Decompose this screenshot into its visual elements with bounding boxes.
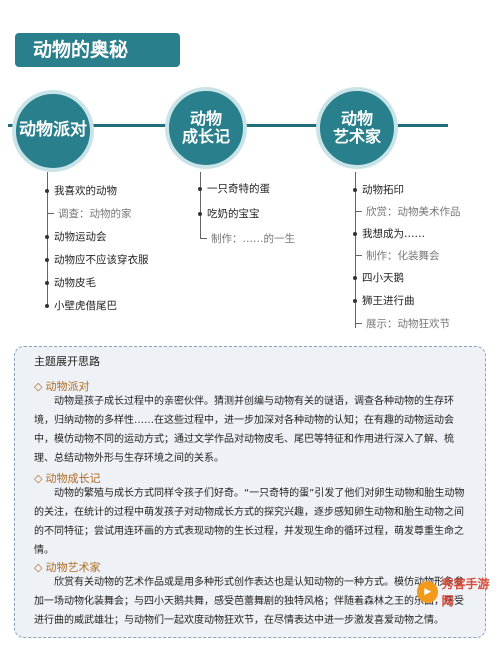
- branch-line-party: [47, 172, 48, 307]
- list-item: 四小天鹅: [353, 270, 404, 285]
- bullet-icon: [353, 187, 357, 192]
- list-item: 动物皮毛: [45, 275, 96, 290]
- tick-icon: [200, 238, 207, 239]
- list-item: 欣赏：动物美术作品: [355, 204, 461, 219]
- list-item: 调查：动物的家: [47, 206, 132, 221]
- watermark-text: 秀客手游网: [441, 577, 490, 608]
- section-text-party: 动物是孩子成长过程中的亲密伙伴。猜测并创编与动物有关的谜语，调查各种动物的生存环…: [34, 396, 454, 464]
- theme-circle-growth: 动物 成长记: [165, 87, 247, 169]
- theme-circle-label: 成长记: [181, 127, 230, 146]
- bullet-icon: [45, 257, 49, 262]
- diamond-icon: ◇: [34, 380, 43, 393]
- theme-circle-party: 动物派对: [12, 90, 94, 172]
- ideas-panel: [14, 346, 486, 638]
- tick-icon: [355, 323, 362, 324]
- bullet-icon: [45, 234, 49, 239]
- theme-circle-artist: 动物 艺术家: [316, 87, 398, 169]
- section-text-growth: 动物的繁殖与成长方式同样令孩子们好奇。“一只奇特的蛋”引发了他们对卵生动物和胎生…: [34, 488, 465, 556]
- list-item: 小壁虎借尾巴: [45, 298, 117, 313]
- branch-line-growth: [200, 172, 201, 238]
- watermark-logo-icon: ▶: [417, 581, 439, 603]
- theme-circle-label: 艺术家: [332, 127, 381, 146]
- diamond-icon: ◇: [34, 472, 43, 485]
- tick-icon: [47, 213, 54, 214]
- list-item: 我喜欢的动物: [45, 183, 117, 198]
- diamond-icon: ◇: [34, 561, 43, 574]
- list-item: 狮王进行曲: [353, 293, 415, 308]
- tick-icon: [355, 211, 362, 212]
- list-item: 动物运动会: [45, 229, 107, 244]
- branch-line-artist: [355, 172, 356, 328]
- theme-circle-label: 动物派对: [19, 120, 87, 141]
- tick-icon: [355, 255, 362, 256]
- list-item: 动物拓印: [353, 182, 404, 197]
- list-item: 动物应不应该穿衣服: [45, 252, 149, 267]
- section-title-artist: ◇动物艺术家: [34, 561, 101, 574]
- section-title-growth: ◇动物成长记: [34, 472, 101, 485]
- bullet-icon: [353, 298, 357, 303]
- theme-circle-label: 动物: [340, 108, 373, 128]
- watermark: ▶ 秀客手游网: [417, 575, 500, 609]
- bullet-icon: [45, 303, 49, 308]
- section-title-party: ◇动物派对: [34, 380, 90, 393]
- list-item: 我想成为……: [353, 226, 425, 241]
- list-item: 展示：动物狂欢节: [355, 316, 450, 331]
- section-text-artist: 欣赏有关动物的艺术作品或是用多种形式创作表达也是认知动物的一种方式。模仿动物形象…: [34, 577, 464, 626]
- list-item: 一只奇特的蛋: [198, 181, 270, 196]
- bullet-icon: [45, 188, 49, 193]
- bullet-icon: [45, 280, 49, 285]
- bullet-icon: [198, 186, 202, 191]
- list-item: 吃奶的宝宝: [198, 206, 260, 221]
- theme-circle-label: 动物: [189, 108, 222, 128]
- ideas-heading: 主题展开思路: [34, 355, 100, 368]
- bullet-icon: [353, 231, 357, 236]
- page-title: 动物的奥秘: [15, 33, 180, 67]
- list-item: 制作：化装舞会: [355, 248, 440, 263]
- bullet-icon: [353, 275, 357, 280]
- bullet-icon: [198, 211, 202, 216]
- list-item: 制作：……的一生: [200, 231, 295, 246]
